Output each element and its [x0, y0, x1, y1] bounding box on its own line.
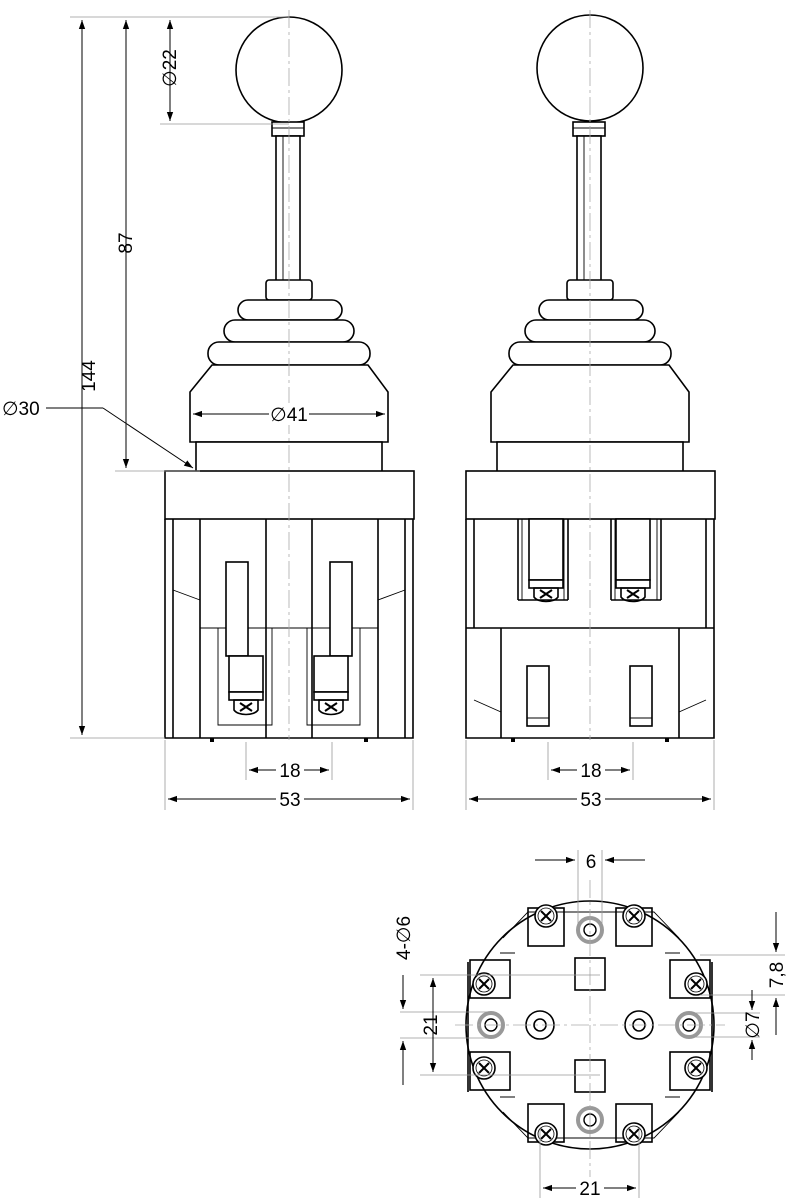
- switch-body: [164, 519, 414, 742]
- bottom-dimension-lines: [399, 850, 785, 1198]
- dim-front-pitch: 18: [279, 761, 300, 782]
- bottom-view: 6 4-∅6 21 7,8 ∅7 21: [394, 850, 788, 1200]
- side-flange: [465, 470, 716, 520]
- joystick-lever: [271, 121, 305, 282]
- dim-front-width: 53: [279, 790, 300, 811]
- side-view: 18 53: [465, 10, 716, 811]
- mounting-flange: [164, 470, 415, 520]
- dim-side-pitch: 18: [580, 761, 601, 782]
- dim-center-hole: ∅7: [743, 1011, 764, 1038]
- dim-collar-diameter: ∅30: [2, 399, 40, 420]
- dim-total-height: 144: [79, 360, 100, 392]
- dim-left-spacing: 21: [421, 1014, 442, 1035]
- dim-side-width: 53: [580, 790, 601, 811]
- dim-boot-diameter: ∅41: [270, 405, 308, 426]
- dim-right-offset: 7,8: [767, 962, 788, 988]
- dim-top-spacing: 6: [586, 852, 597, 873]
- dim-bottom-spacing: 21: [579, 1179, 600, 1200]
- side-switch-body: [465, 518, 715, 742]
- front-view: 144 87 ∅22 ∅41 ∅30 18 53: [2, 10, 415, 811]
- dim-lever-height: 87: [116, 232, 137, 253]
- dim-knob-diameter: ∅22: [160, 49, 181, 87]
- side-lever: [572, 121, 606, 282]
- dim-holes: 4-∅6: [394, 916, 415, 960]
